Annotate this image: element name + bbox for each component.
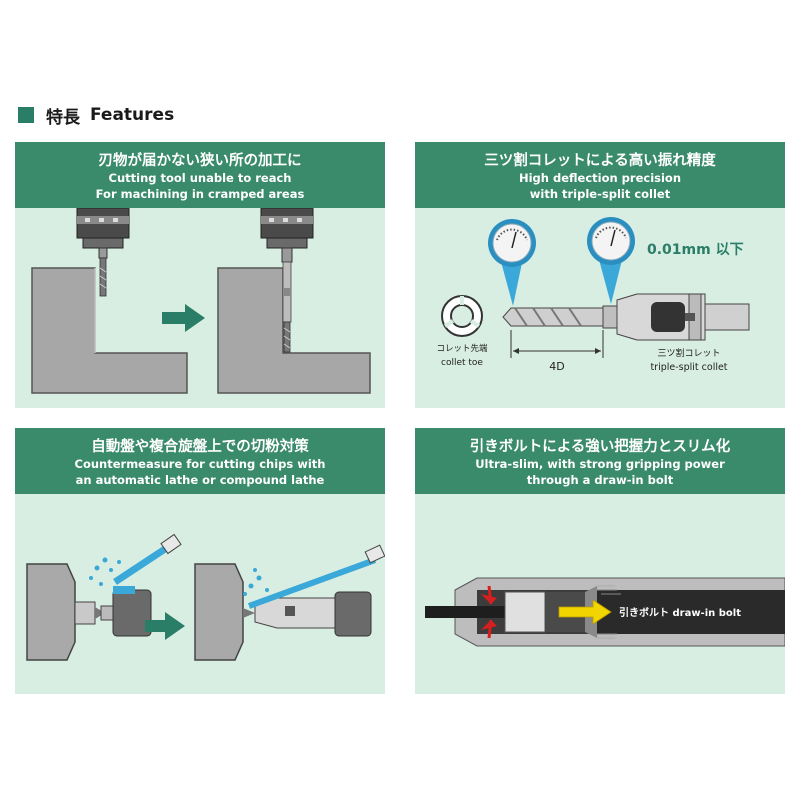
coolant-jet-icon (243, 544, 385, 609)
chip-countermeasure-illustration (26, 533, 385, 661)
arrow-right-icon (162, 304, 205, 332)
panel-subtitle-2: through a draw-in bolt (526, 473, 674, 487)
panel-header: 引きボルトによる強い把握力とスリム化 Ultra-slim, with stro… (415, 428, 785, 494)
lathe-chuck-right (194, 563, 372, 661)
draw-in-bolt-illustration: 引きボルト draw-in bolt (425, 577, 785, 647)
panel-title: 三ツ割コレットによる高い振れ精度 (484, 153, 716, 169)
heading-title-en: Features (90, 105, 175, 125)
precision-illustration: 0.01mm 以下 コレット先端 collet toe (436, 217, 750, 373)
pull-arrow-icon (558, 599, 612, 625)
panel-subtitle-1: Countermeasure for cutting chips with (74, 457, 326, 471)
precision-value-label: 0.01mm 以下 (647, 242, 744, 258)
collet-toe-label-ja: コレット先端 (436, 343, 488, 354)
workpiece-right (217, 267, 371, 394)
section-heading: 特長 Features (18, 102, 174, 128)
panel-subtitle-1: Ultra-slim, with strong gripping power (475, 457, 725, 471)
panel-subtitle-2: For machining in cramped areas (95, 187, 305, 201)
chuck-left (76, 208, 130, 259)
panel-title: 自動盤や複合旋盤上での切粉対策 (91, 439, 309, 455)
panel-subtitle-1: High deflection precision (518, 171, 682, 185)
slim-holder-right (282, 261, 292, 353)
panel-subtitle-1: Cutting tool unable to reach (108, 171, 292, 185)
panel-subtitle-2: with triple-split collet (529, 187, 671, 201)
draw-in-bolt-label: 引きボルト draw-in bolt (619, 606, 741, 619)
drill-holder (502, 293, 750, 341)
lathe-chuck-left (26, 563, 152, 661)
triple-collet-label-ja: 三ツ割コレット (657, 347, 720, 359)
panel-subtitle-2: an automatic lathe or compound lathe (75, 473, 325, 487)
cramped-machining-illustration (31, 208, 371, 394)
panel-header: 刃物が届かない狭い所の加工に Cutting tool unable to re… (15, 142, 385, 208)
feature-panel-chips: 自動盤や複合旋盤上での切粉対策 Countermeasure for cutti… (15, 428, 385, 694)
holder-cross-section (425, 577, 785, 647)
arrow-right-icon (145, 612, 185, 640)
panel-header: 三ツ割コレットによる高い振れ精度 High deflection precisi… (415, 142, 785, 208)
feature-panel-cramped: 刃物が届かない狭い所の加工に Cutting tool unable to re… (15, 142, 385, 408)
length-dimension (510, 330, 604, 358)
feature-panel-precision: 三ツ割コレットによる高い振れ精度 High deflection precisi… (415, 142, 785, 408)
chuck-right (260, 208, 314, 263)
dial-gauge-icon (488, 219, 536, 306)
collet-cross-section-icon (441, 295, 483, 337)
coolant-nozzle-icon (89, 533, 182, 586)
panel-header: 自動盤や複合旋盤上での切粉対策 Countermeasure for cutti… (15, 428, 385, 494)
heading-square-icon (18, 107, 34, 123)
cutting-tool-left (99, 257, 107, 297)
workpiece-left (31, 267, 188, 394)
triple-collet-label-en: triple-split collet (650, 362, 727, 373)
heading-title-ja: 特長 (46, 107, 80, 128)
dial-gauge-icon (587, 217, 635, 304)
feature-panel-draw-in-bolt: 引きボルトによる強い把握力とスリム化 Ultra-slim, with stro… (415, 428, 785, 694)
collet-toe-label-en: collet toe (441, 358, 483, 368)
clamp-arrow-icon (481, 585, 497, 639)
panel-title: 刃物が届かない狭い所の加工に (98, 153, 302, 169)
panel-title: 引きボルトによる強い把握力とスリム化 (469, 439, 731, 455)
length-label: 4D (549, 360, 564, 373)
